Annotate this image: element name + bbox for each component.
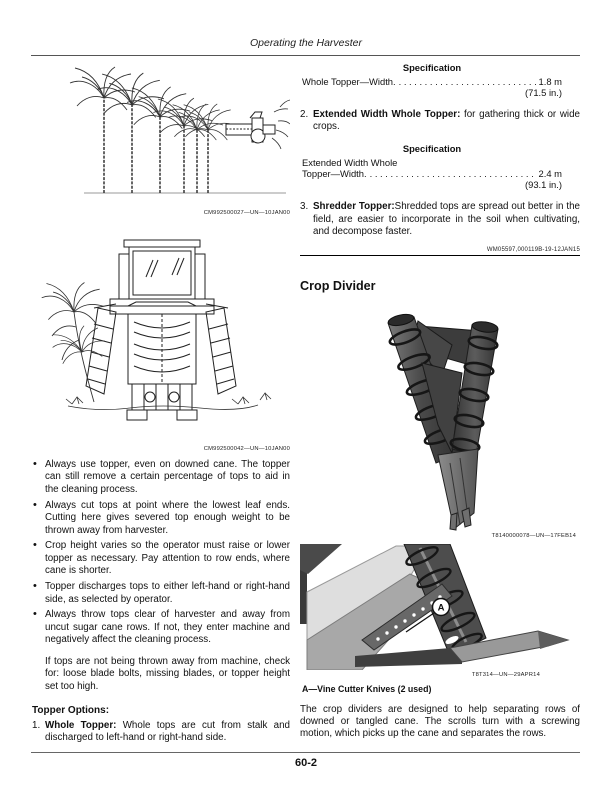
topper-option-2: 2. Extended Width Whole Topper: for gath… [300,109,580,134]
item-number: 2. [300,109,309,120]
bullet-item: Always cut tops at point where the lowes… [32,499,290,537]
bullet-item: Always throw tops clear of harvester and… [32,608,290,646]
page-number: 60-2 [294,757,318,769]
spec-heading: Specification [402,62,462,73]
spec-table-whole-topper: Specification Whole Topper—Width. . . . … [302,62,580,98]
figure-crop-divider [300,303,580,531]
item-number: 1. [32,719,41,731]
bullet-item: Crop height varies so the operator must … [32,539,290,577]
figure1-caption: CM992500027—UN—10JAN00 [203,210,290,216]
topper-options-heading: Topper Options: [32,704,110,716]
figure3-caption: T8140000078—UN—17FEB14 [491,532,576,539]
item-title: Extended Width Whole Topper: [313,109,465,120]
spec-heading: Specification [402,142,462,154]
spec-value-metric: 1.8 m [538,76,562,87]
figure4-caption: T8T314—UN—29APR14 [471,671,540,678]
item-text: for gathering thick or wide crops. [313,109,580,133]
callout-legend: A—Vine Cutter Knives (2 used) [302,683,432,694]
callout-a-label: A [438,602,445,613]
topper-cutting-height-illustration [69,66,290,194]
item-number: 3. [300,201,309,213]
item-text: Whole tops are cut from stalk and discha… [45,719,290,744]
item-title: Whole Topper: [45,719,123,731]
item-title: Shredder Topper: [313,201,395,213]
page-header-title: Operating the Harvester [249,37,363,49]
figure-harvester-front [32,232,290,444]
crop-divider-heading: Crop Divider [300,278,376,293]
bullet-item: Topper discharges tops to either left-ha… [32,580,290,606]
crop-divider-render [387,313,499,531]
harvester-front-illustration [41,239,272,421]
crop-divider-closeup: A [300,543,570,670]
spec-value-imperial: (71.5 in.) [525,86,562,98]
header-rule [31,55,580,56]
topper-usage-bullet-list: Always use topper, even on downed cane. … [32,458,290,647]
footer-rule [31,752,580,753]
spec-leader-dots: . . . . . . . . . . . . . . . . . . . . … [369,168,536,180]
topper-note-paragraph: If tops are not being thrown away from m… [45,655,290,692]
spec-label-line1: Extended Width Whole [302,156,398,168]
topper-head-drawing [225,111,276,144]
spec-value-imperial: (93.1 in.) [525,178,562,190]
figure-topper-cutting-height [32,58,290,208]
callout-a-circle [431,597,451,616]
section-end-rule [300,254,580,256]
item-text: Shredded tops are spread out better in t… [313,201,581,238]
document-code: WM05597,000119B-19-12JAN15 [486,246,580,253]
figure2-caption: CM992500042—UN—10JAN00 [203,446,290,452]
figure-vine-cutter-knives: A [300,543,580,670]
topper-option-1: 1. Whole Topper: Whole tops are cut from… [32,720,290,745]
spec-label-line2: Topper—Width. [302,168,367,180]
topper-option-3: 3. Shredder Topper:Shredded tops are spr… [300,201,580,238]
spec-leader-dots: . . . . . . . . . . . . . . . . . . . . … [398,76,536,87]
spec-value-metric: 2.4 m [538,168,562,180]
spec-label: Whole Topper—Width. [302,76,396,87]
right-column: Specification Whole Topper—Width. . . . … [300,62,580,741]
spec-table-extended-topper: Specification Extended Width Whole Toppe… [302,143,580,191]
left-column: CM992500027—UN—10JAN00 [32,58,290,745]
bullet-item: Always use topper, even on downed cane. … [32,458,290,496]
crop-divider-paragraph: The crop dividers are designed to help s… [300,703,580,740]
